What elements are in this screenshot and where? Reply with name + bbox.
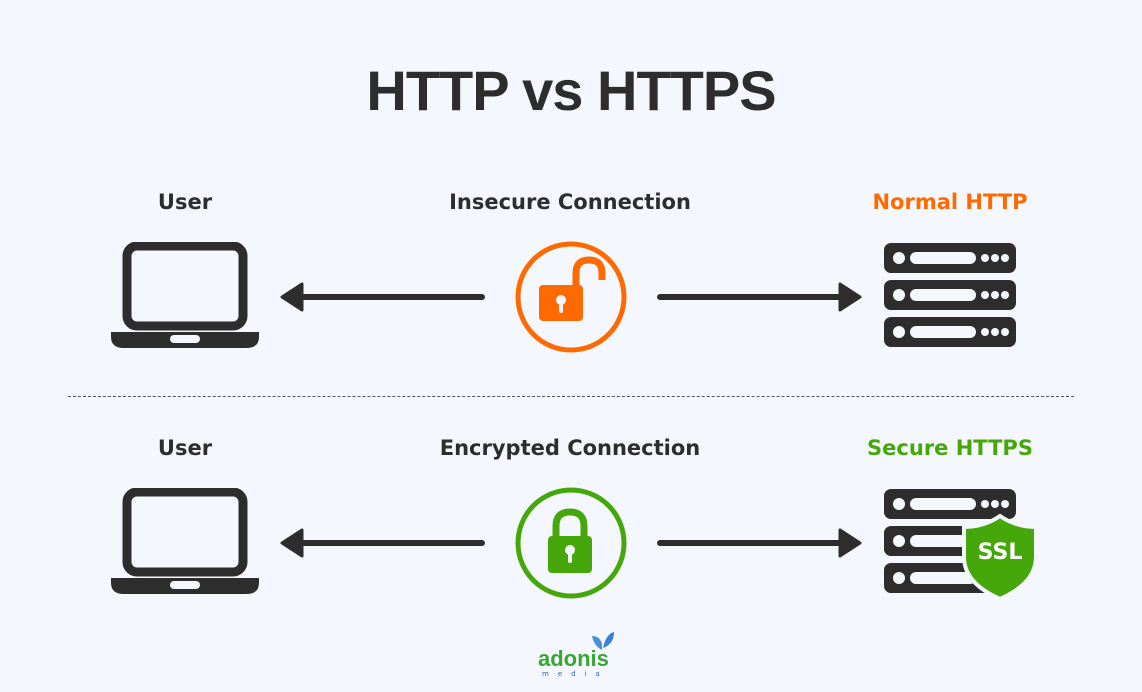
- page-title: HTTP vs HTTPS: [366, 59, 776, 122]
- server-ssl-shield-icon: [884, 489, 1040, 601]
- arrow-right-icon: [656, 282, 862, 312]
- arrow-left-icon: [280, 282, 486, 312]
- laptop-icon: [110, 242, 260, 350]
- unlocked-padlock-icon: [514, 240, 628, 354]
- locked-padlock-icon: [514, 486, 628, 600]
- arrow-right-icon: [656, 528, 862, 558]
- row1-center-label: Insecure Connection: [449, 190, 691, 214]
- row1-right-label: Normal HTTP: [872, 190, 1028, 214]
- dashed-divider: [68, 396, 1074, 397]
- server-icon: [884, 243, 1018, 351]
- row2-right-label: Secure HTTPS: [867, 436, 1033, 460]
- arrow-left-icon: [280, 528, 486, 558]
- row1-left-label: User: [157, 190, 213, 214]
- row2-center-label: Encrypted Connection: [439, 436, 701, 460]
- row2-left-label: User: [157, 436, 213, 460]
- logo-name: adonis: [538, 646, 609, 671]
- logo-sub: media: [542, 670, 609, 678]
- butterfly-icon: [592, 632, 614, 650]
- ssl-badge: SSL: [977, 540, 1023, 565]
- adonis-media-logo: adonis media: [530, 628, 620, 684]
- laptop-icon: [110, 488, 260, 596]
